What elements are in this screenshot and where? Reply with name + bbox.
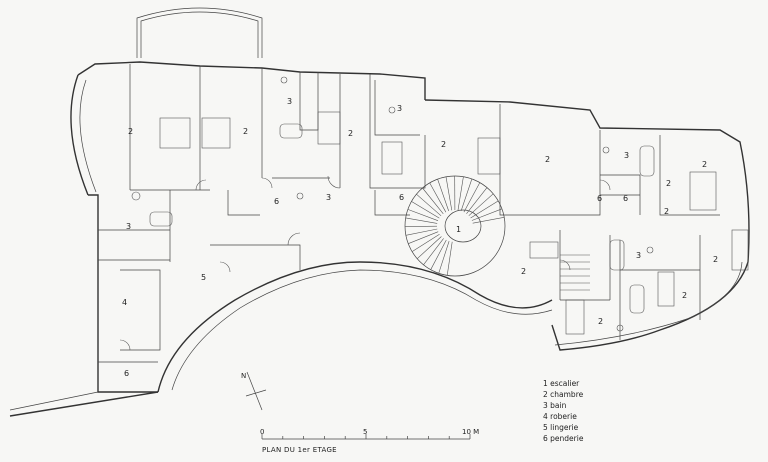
stair-tread [405,228,438,236]
legend-item: 5 lingerie [543,423,579,432]
stair-tread [466,187,488,214]
bathtub [629,284,645,314]
bathtub [639,145,655,177]
room-label: 3 [636,251,641,260]
bed [689,171,717,211]
bed [731,229,749,271]
stair-tread [470,200,499,219]
stair-tread [471,208,503,221]
bed [477,137,501,175]
room-label: 2 [666,179,671,188]
room-label: 1 [456,225,461,234]
toilet [616,324,624,332]
room-label: 2 [545,155,550,164]
room-label: 3 [397,104,402,113]
stair-tread [416,236,442,259]
bed [381,141,403,175]
toilet [296,192,304,200]
stair-tread [411,201,440,219]
bathtub [609,239,625,271]
plan-title: PLAN DU 1er ETAGE [262,446,337,454]
legend: 1 escalier 2 chambre 3 bain 4 roberie 5 … [543,379,584,443]
stair-tread [407,209,439,221]
legend-item: 3 bain [543,401,567,410]
stair-tread [457,176,464,211]
scale-tick-5: 5 [363,428,367,436]
top-bay [136,7,263,58]
room-label: 2 [664,207,669,216]
room-label: 6 [124,369,129,378]
room-label: 2 [598,317,603,326]
stair-tread [438,241,450,274]
staircase [404,175,590,291]
bathtub [279,123,303,139]
toilet [646,246,654,254]
outer-walls [9,61,750,417]
stair-tread [411,233,440,252]
stair-tread [437,179,449,212]
door-swings [119,175,611,351]
stair-tread [405,217,438,224]
legend-item: 1 escalier [543,379,580,388]
room-label: 3 [287,97,292,106]
room-label: 3 [624,151,629,160]
room-label: 6 [399,193,404,202]
room-label: 5 [201,273,206,282]
bed [159,117,191,149]
room-label: 3 [126,222,131,231]
room-label: 6 [623,194,628,203]
bed [565,299,585,335]
stair-tread [423,238,444,265]
toilet [602,146,610,154]
interior-walls [98,64,720,363]
stair-tread [468,193,494,216]
scale-bar: 0 5 10 M PLAN DU 1er ETAGE [260,428,479,454]
room-labels: 2 2 3 2 3 2 2 3 2 6 3 3 6 1 6 6 2 2 3 2 … [122,97,718,378]
stair-tread [416,193,442,217]
fixtures [131,76,749,335]
stair-tread [472,217,505,224]
room-label: 2 [682,291,687,300]
north-arrow: N [241,371,267,411]
stair-tread [463,182,481,213]
legend-item: 6 penderie [543,434,584,443]
room-label: 2 [128,127,133,136]
toilet [280,76,288,84]
room-label: 2 [702,160,707,169]
stair-tread [430,239,447,270]
room-label: 6 [597,194,602,203]
bed [529,241,559,259]
legend-item: 2 chambre [543,390,584,399]
room-label: 3 [326,193,331,202]
toilet [131,191,141,201]
room-label: 2 [348,129,353,138]
stair-tread [446,241,453,276]
bed [201,117,231,149]
stair-tread [429,182,447,213]
stair-tread [445,176,453,211]
room-label: 6 [274,197,279,206]
stair-tread [460,178,473,211]
bed [657,271,675,307]
room-label: 2 [521,267,526,276]
scale-tick-10: 10 M [462,428,479,436]
scale-tick-0: 0 [260,428,264,436]
bed [317,111,341,145]
room-label: 2 [243,127,248,136]
stair-tread [422,187,444,214]
stair-tread [408,231,439,244]
room-label: 2 [441,140,446,149]
north-label: N [241,372,246,380]
toilet [388,106,396,114]
legend-item: 4 roberie [543,412,577,421]
room-label: 4 [122,298,127,307]
room-label: 2 [713,255,718,264]
bathtub [149,211,173,227]
